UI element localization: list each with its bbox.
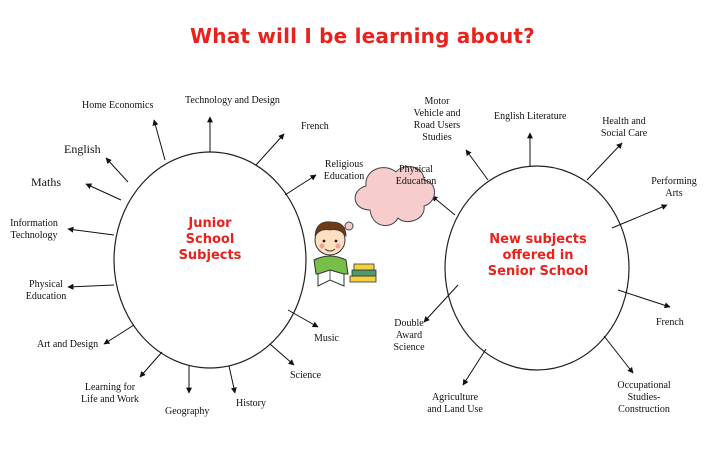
senior-arrows [423,132,671,386]
subject-double-award-science: Double Award Science [393,318,425,353]
subject-health-social-care: Health and Social Care [600,116,648,139]
subject-technology-design: Technology and Design [185,95,280,106]
subject-occupational-construction: Occupational Studies- Construction [617,380,671,415]
subject-music: Music [314,333,339,344]
thought-cloud [338,165,435,237]
subject-geography: Geography [165,406,210,417]
subject-maths: Maths [31,175,61,189]
subject-art-design: Art and Design [37,339,99,350]
junior-hub-label: Junior School Subjects [178,216,242,263]
page-title: What will I be learning about? [190,24,535,48]
senior-hub-label: New subjects offered in Senior School [487,232,589,279]
subject-physical-education-senior: Physical Education [395,164,437,187]
subject-home-economics: Home Economics [82,100,154,111]
subject-history: History [236,398,266,409]
subject-information-technology: Information Technology [10,218,58,241]
senior-circle [444,165,630,371]
subject-english: English [64,142,101,156]
junior-arrows [67,116,319,394]
subject-performing-arts: Performing Arts [651,176,697,199]
subject-french-junior: French [301,121,329,132]
subject-agriculture-land-use: Agriculture and Land Use [427,392,483,415]
subject-science: Science [290,370,322,381]
subject-english-literature: English Literature [494,111,567,122]
subject-physical-education-junior: Physical Education [25,279,67,302]
subject-motor-vehicle: Motor Vehicle and Road Users Studies [413,96,461,143]
subject-learning-life-work: Learning for Life and Work [81,382,139,405]
subject-french-senior: French [656,317,684,328]
subject-religious-education-junior: Religious Education [323,159,365,182]
student-illustration [313,221,377,287]
